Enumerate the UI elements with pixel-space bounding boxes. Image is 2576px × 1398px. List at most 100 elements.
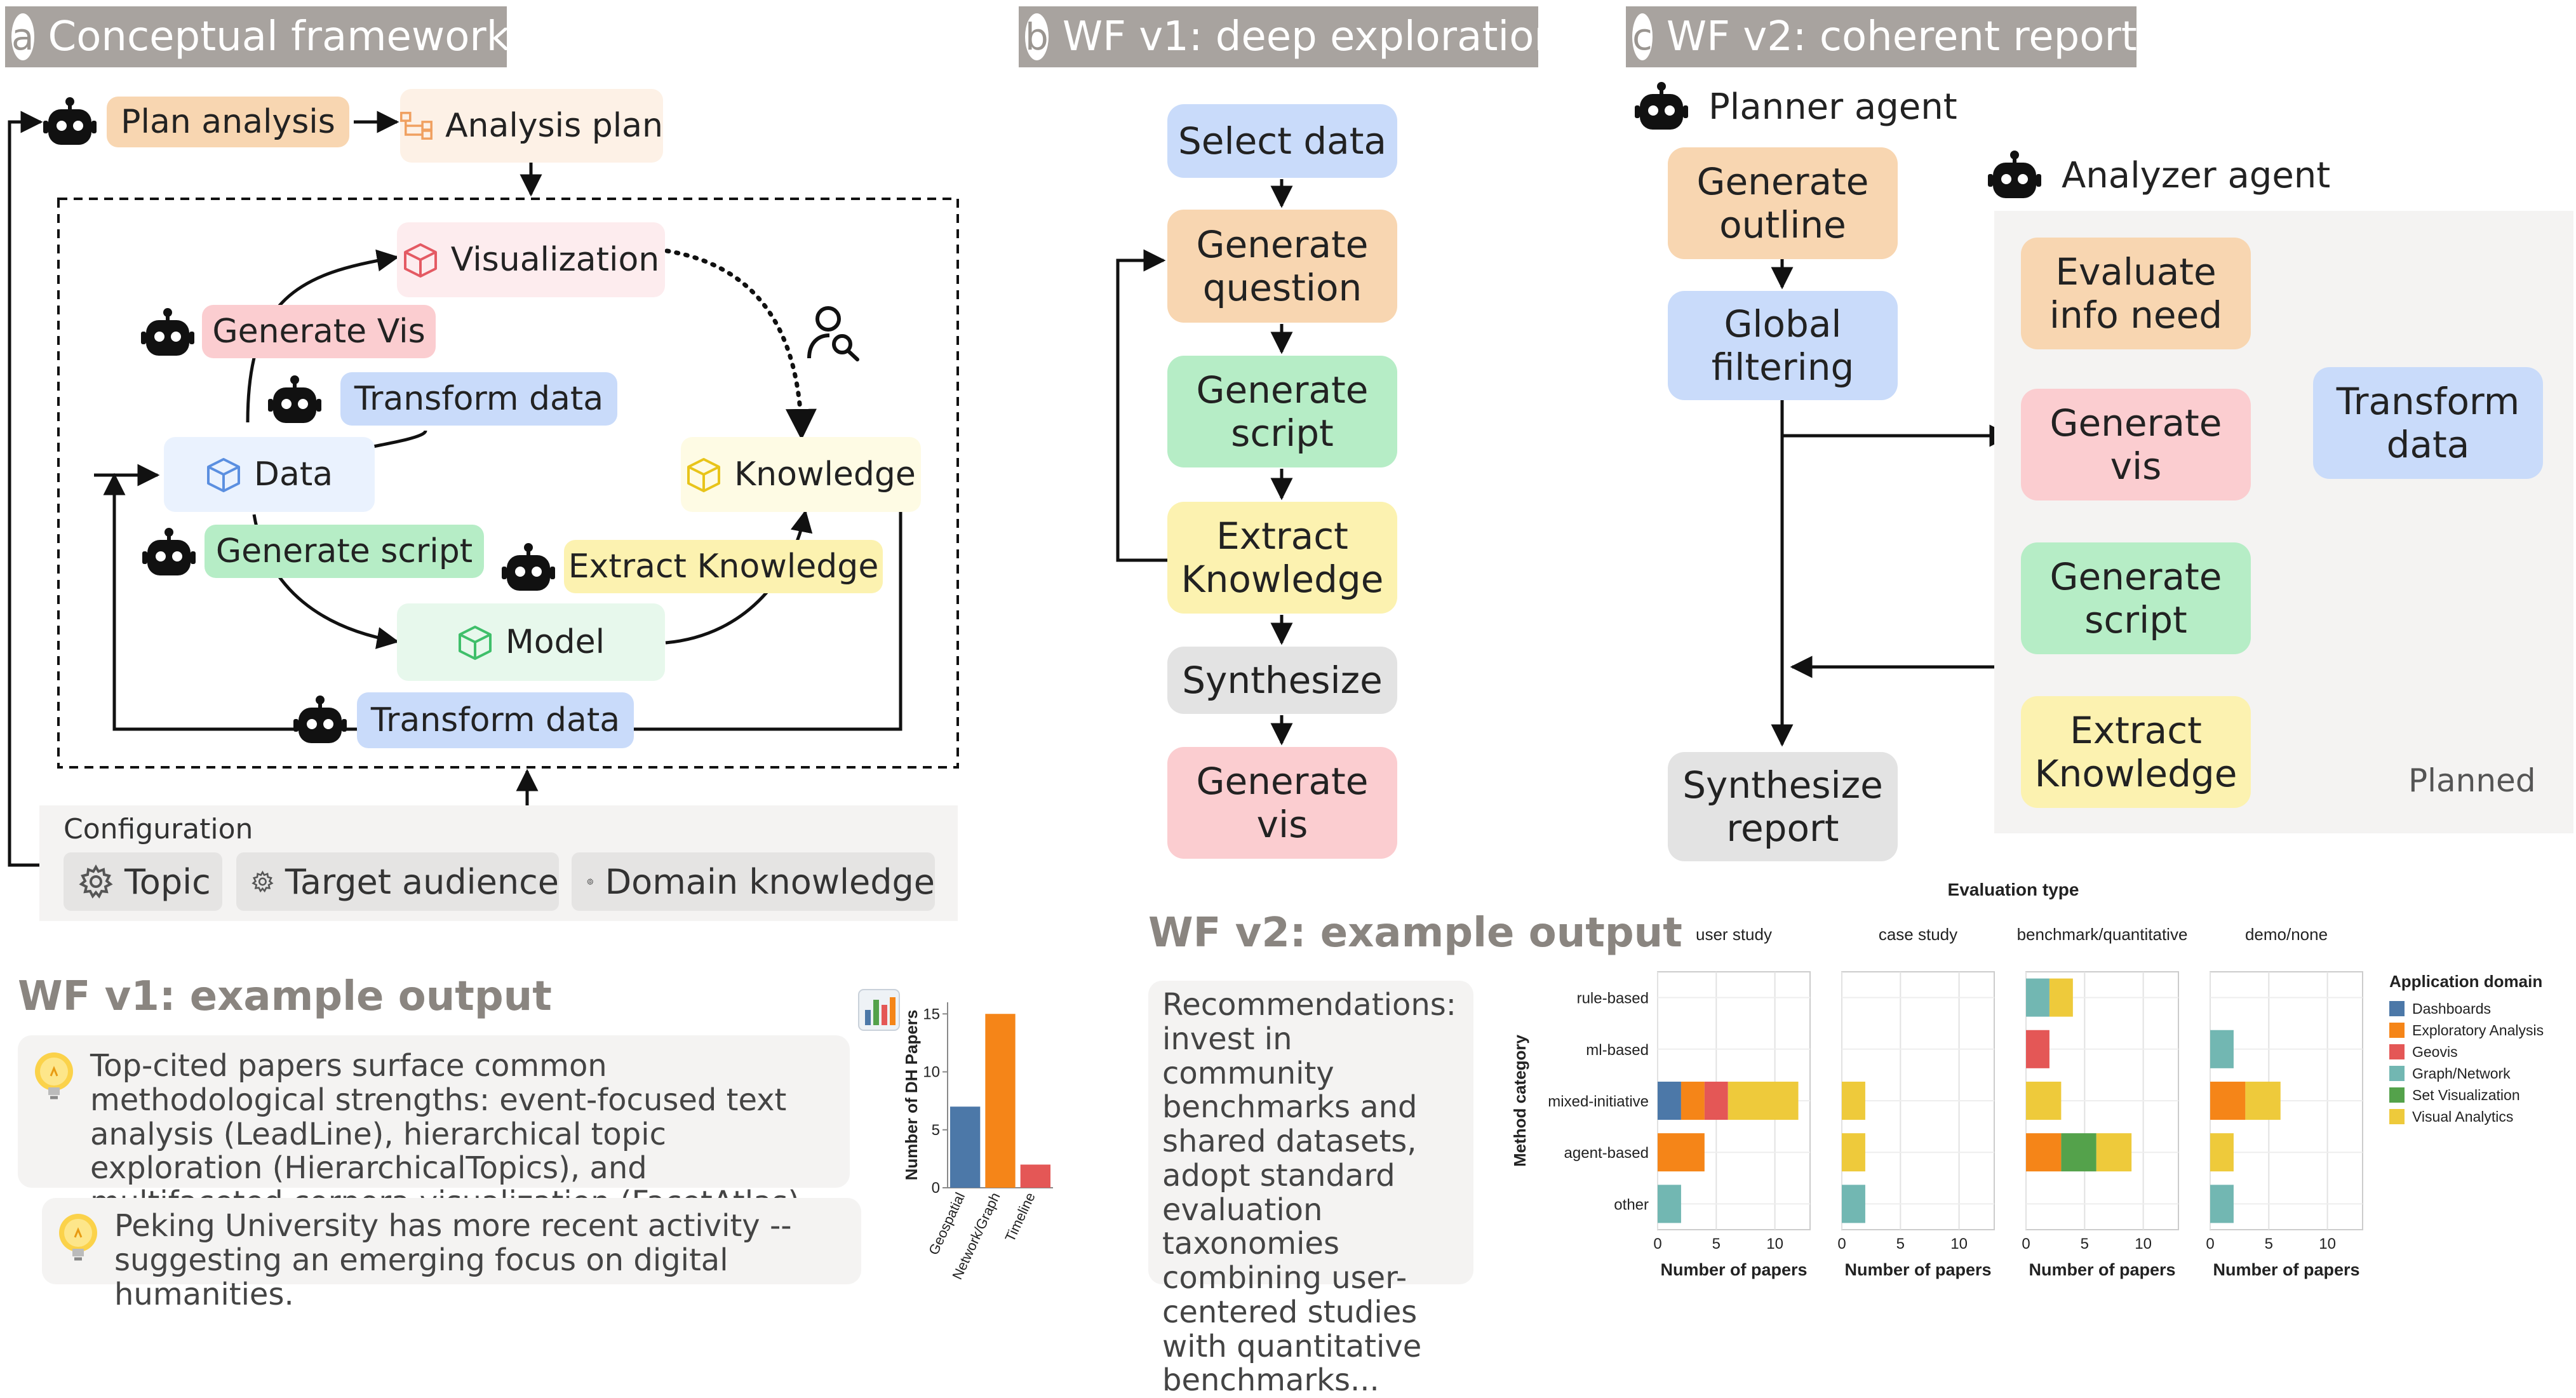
config-target-audience-label: Target audience [285,861,559,902]
bar [985,1014,1016,1188]
x-axis-label: Number of papers [2029,1260,2175,1279]
panel-c-title-text: WF v2: coherent report [1666,13,2137,60]
category-label: mixed-initiative [1548,1093,1649,1110]
stacked-bar-segment [2026,978,2049,1017]
panel-b-connectors [1116,179,1293,746]
transform-data-top-box: Transform data [340,372,617,426]
c-generate-vis-label: Generate vis [2049,401,2222,488]
x-tick-label: 0 [2022,1235,2030,1253]
x-axis-label: Number of papers [1844,1260,1991,1279]
y-tick-label: 15 [923,1005,940,1023]
stacked-bar-segment [2026,1133,2062,1172]
extract-knowledge-label: Extract Knowledge [568,548,879,586]
b-extract-knowledge-box: Extract Knowledge [1167,502,1397,614]
stacked-bar-segment [1842,1185,1865,1223]
b-generate-vis-label: Generate vis [1196,759,1369,846]
stacked-bar-segment [1842,1133,1865,1172]
x-tick-label: 5 [1712,1235,1721,1253]
stacked-bar-segment [1704,1081,1728,1120]
flowchart-icon [400,112,433,140]
robot-icon [293,696,347,743]
generate-vis-label: Generate Vis [212,313,426,351]
model-node: Model [397,603,665,681]
transform-data-top-label: Transform data [354,380,604,418]
analysis-plan-box: Analysis plan [400,89,663,163]
c-generate-script-label: Generate script [2049,554,2222,642]
c-generate-outline-box: Generate outline [1668,147,1898,259]
wf-v1-output-heading: WF v1: example output [18,973,552,1020]
analyzer-agent-label: Analyzer agent [2062,155,2331,196]
robot-icon [1635,82,1688,130]
wf-v1-insight-2: Peking University has more recent activi… [42,1198,861,1311]
robot-icon [142,528,196,575]
b-extract-knowledge-label: Extract Knowledge [1181,514,1384,601]
generate-script-label: Generate script [215,532,473,570]
b-generate-question-box: Generate question [1167,210,1397,323]
b-synthesize-box: Synthesize [1167,647,1397,714]
plan-analysis-box: Plan analysis [107,97,349,147]
generate-vis-box: Generate Vis [202,305,436,358]
legend-label: Exploratory Analysis [2412,1022,2544,1038]
dh-papers-bar-chart: 051015GeospatialNetwork/GraphTimelineNum… [902,1002,1053,1282]
x-axis-label: Number of papers [2213,1260,2359,1279]
arrow-b-feedback-loop [1116,249,1167,562]
config-domain-knowledge[interactable]: Domain knowledge [572,852,935,911]
panel-a-title: a Conceptual framework [5,6,510,67]
x-axis-label: Number of papers [1660,1260,1807,1279]
stacked-bar-segment [1842,1081,1865,1120]
plan-analysis-label: Plan analysis [121,103,335,141]
c-generate-outline-label: Generate outline [1696,159,1869,246]
y-axis-label: Method category [1510,1034,1529,1167]
c-synthesize-report-box: Synthesize report [1668,752,1898,861]
legend-swatch [2389,1109,2405,1124]
stacked-bar-segment [1658,1185,1681,1223]
wf-v1-insight-2-text: Peking University has more recent activi… [114,1208,792,1312]
x-tick-label: 5 [2265,1235,2273,1253]
x-tick-label: 0 [2206,1235,2214,1253]
stacked-bar-segment [2049,978,2073,1017]
y-axis-label: Number of DH Papers [902,1010,921,1181]
c-global-filtering-label: Global filtering [1711,302,1855,389]
visualization-node: Visualization [397,222,665,297]
legend-title: Application domain [2389,972,2542,991]
stacked-bar-segment [2026,1030,2049,1068]
b-synthesize-label: Synthesize [1182,658,1383,702]
arrow-config-loop [8,111,43,867]
stacked-bar-segment [2061,1133,2096,1172]
panel-a-title-text: Conceptual framework [48,13,510,60]
x-tick-label: 5 [1896,1235,1905,1253]
wf-v1-insight-1: Top-cited papers surface common methodol… [18,1035,850,1220]
gear-icon [252,870,274,893]
person-search-icon [807,306,859,361]
facet-label: benchmark/quantitative [2017,925,2188,944]
wf-v2-output-text: Recommendations: invest in community ben… [1162,987,1456,1398]
knowledge-label: Knowledge [734,455,916,494]
stacked-bar-segment [1658,1081,1681,1120]
config-topic-label: Topic [124,861,211,902]
robot-icon [268,375,321,423]
legend-label: Set Visualization [2412,1087,2520,1103]
c-transform-data-label: Transform data [2336,379,2520,466]
legend-swatch [2389,1066,2405,1081]
config-topic[interactable]: Topic [64,852,222,911]
b-generate-vis-box: Generate vis [1167,747,1397,859]
gear-icon [79,864,113,899]
c-transform-data-box: Transform data [2313,367,2543,479]
facet-label: demo/none [2245,925,2328,944]
arrow-knowledge-loop [103,473,902,731]
config-target-audience[interactable]: Target audience [236,852,559,911]
data-node: Data [164,437,375,512]
x-tick-label: 10 [1766,1235,1783,1253]
wf-v1-insight-1-text: Top-cited papers surface common methodol… [90,1048,809,1220]
panel-c-letter: c [1632,13,1653,60]
category-label: ml-based [1586,1042,1649,1059]
stacked-bar-segment [1680,1081,1705,1120]
x-tick-label: 0 [1837,1235,1846,1253]
stacked-bar-segment [2245,1081,2281,1120]
visualization-label: Visualization [450,241,660,279]
analysis-plan-label: Analysis plan [445,107,663,145]
cube-icon [403,243,437,278]
c-evaluate-info-need-label: Evaluate info need [2049,250,2223,337]
robot-icon [141,308,194,356]
